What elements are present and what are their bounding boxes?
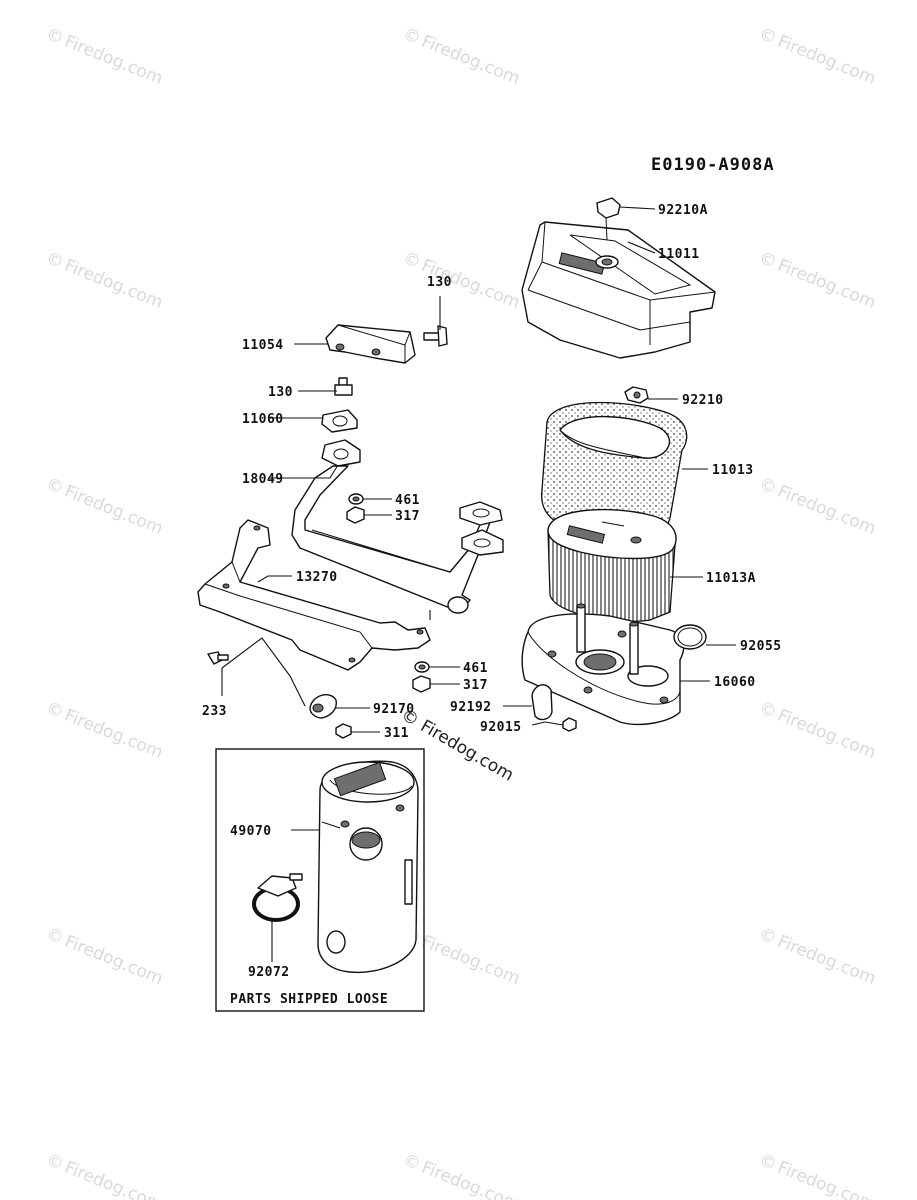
label-92015: 92015 [480, 720, 522, 735]
watermark-text: Firedog.com [62, 932, 166, 990]
watermark-text: © [43, 1150, 66, 1175]
watermark-text: © [756, 24, 779, 49]
watermark-text: © [756, 474, 779, 499]
watermark-text: Firedog.com [775, 32, 879, 90]
label-92192: 92192 [450, 700, 492, 715]
watermark-text: © [43, 24, 66, 49]
watermark-text: © [756, 698, 779, 723]
screw-233 [207, 651, 229, 665]
label-11013A: 11013A [706, 571, 756, 586]
exhaust-pipe [291, 439, 504, 614]
watermark-center: © Firedog.com [398, 705, 517, 786]
label-11054: 11054 [242, 338, 284, 353]
muffler-bracket [325, 324, 416, 364]
label-130-left: 130 [268, 385, 293, 400]
label-92210A: 92210A [658, 203, 708, 218]
heat-shield [197, 519, 431, 671]
watermark-text: © [43, 248, 66, 273]
watermark-text: © [756, 1150, 779, 1175]
watermark-text: © [400, 24, 423, 49]
box-caption: PARTS SHIPPED LOOSE [230, 992, 388, 1007]
gasket-11060 [321, 409, 358, 433]
o-ring-inner [677, 627, 703, 647]
watermark-text: Firedog.com [62, 482, 166, 540]
watermark-text: Firedog.com [775, 256, 879, 314]
watermark-text: Firedog.com [419, 32, 523, 90]
wing-nut-92210A [596, 197, 621, 241]
watermark-text: Firedog.com [419, 1158, 523, 1200]
o-ring-92055 [673, 624, 707, 650]
label-311: 311 [384, 726, 409, 741]
label-92072: 92072 [248, 965, 290, 980]
wing-nut-92210 [624, 386, 649, 404]
label-317-upper: 317 [395, 509, 420, 524]
watermark-text: Firedog.com [419, 932, 523, 990]
air-filter-element [547, 508, 677, 622]
diagram-code: E0190-A908A [651, 155, 775, 175]
label-13270: 13270 [296, 570, 338, 585]
label-11060: 11060 [242, 412, 284, 427]
leader-lines [221, 206, 736, 733]
nut-92015 [562, 717, 577, 732]
bolt-130-left [334, 377, 353, 396]
watermark-text: © [43, 924, 66, 949]
air-cleaner-base [521, 603, 685, 726]
label-130-top: 130 [427, 275, 452, 290]
watermark-text: Firedog.com [62, 706, 166, 764]
label-16060: 16060 [714, 675, 756, 690]
nut-317-upper [346, 506, 365, 524]
bolt-130-top [423, 325, 448, 347]
watermark-text: Firedog.com [775, 706, 879, 764]
watermark-text: © [400, 248, 423, 273]
watermark-text: Firedog.com [62, 1158, 166, 1200]
watermark-text: © [756, 248, 779, 273]
washer-461-upper [348, 493, 364, 505]
watermark-text: Firedog.com [62, 32, 166, 90]
label-49070: 49070 [230, 824, 272, 839]
watermark-text: Firedog.com [775, 482, 879, 540]
nut-311 [335, 723, 352, 739]
watermark-text: Firedog.com [62, 256, 166, 314]
clamp-92170 [309, 694, 337, 719]
watermark-text: © [756, 924, 779, 949]
watermark-text: © [400, 1150, 423, 1175]
label-317-lower: 317 [463, 678, 488, 693]
label-92170: 92170 [373, 702, 415, 717]
label-461-lower: 461 [463, 661, 488, 676]
label-92210: 92210 [682, 393, 724, 408]
muffler [317, 760, 419, 974]
label-11011: 11011 [658, 247, 700, 262]
label-18049: 18049 [242, 472, 284, 487]
nut-317-lower [412, 675, 431, 693]
label-233: 233 [202, 704, 227, 719]
watermark-center-text: © Firedog.com [398, 705, 517, 786]
washer-461-lower [414, 661, 430, 673]
watermark-text: Firedog.com [775, 932, 879, 990]
part-labels: 92210A 11011 130 11054 130 11060 92210 1… [202, 203, 782, 1007]
label-11013: 11013 [712, 463, 754, 478]
watermark-text: Firedog.com [775, 1158, 879, 1200]
loose-parts-box [215, 748, 425, 1012]
exhaust-clamp [252, 873, 303, 922]
air-cleaner-cover [521, 221, 716, 359]
label-461-upper: 461 [395, 493, 420, 508]
watermark-text: © [43, 698, 66, 723]
label-92055: 92055 [740, 639, 782, 654]
elbow-92192 [531, 684, 553, 721]
watermark-text: © [43, 474, 66, 499]
pre-cleaner-foam [540, 401, 688, 537]
